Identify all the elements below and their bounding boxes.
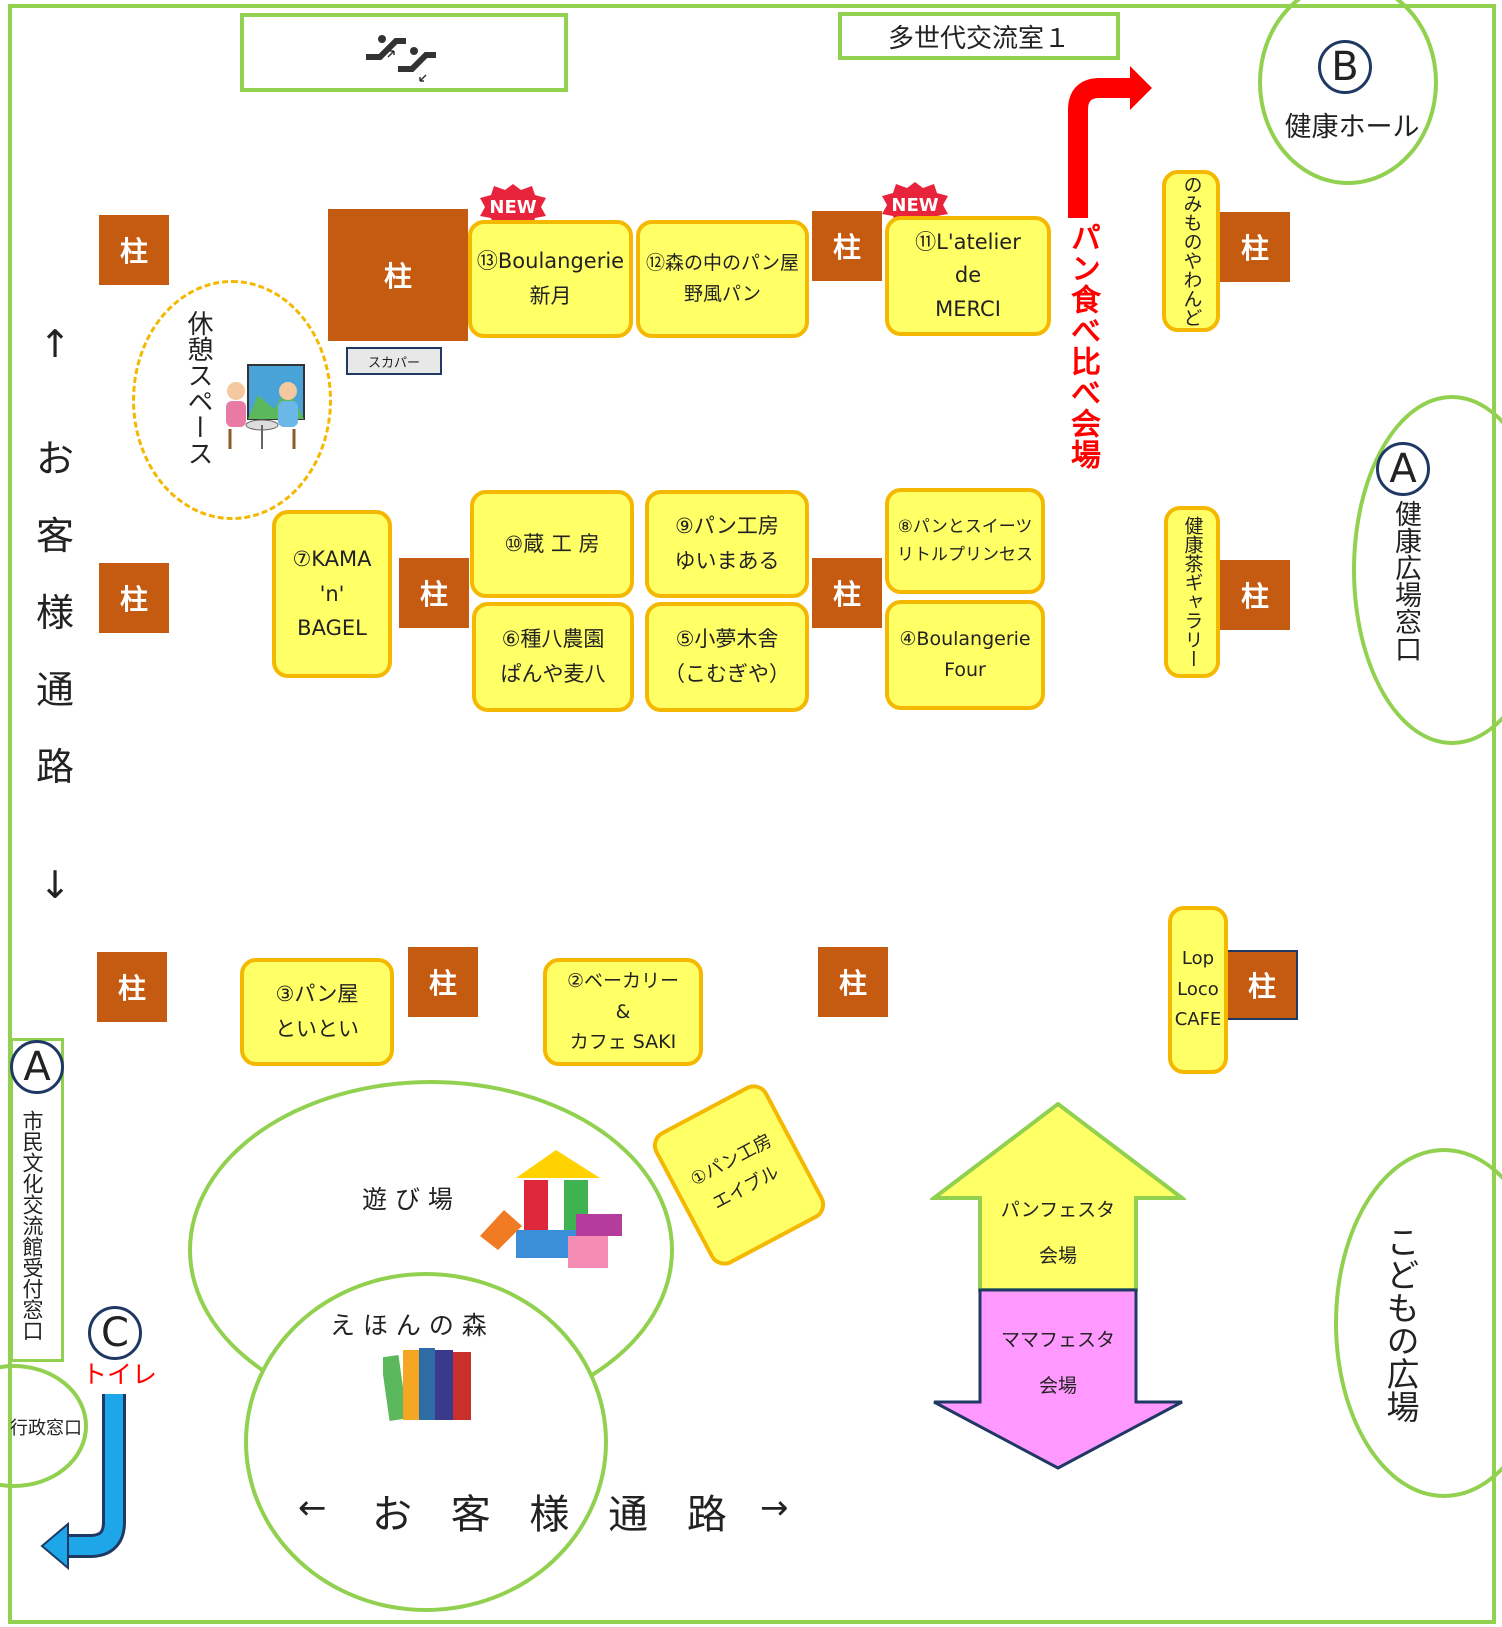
- books-illustration: [383, 1348, 471, 1421]
- aisle-char: 様: [35, 591, 74, 635]
- pillar: 柱: [1226, 950, 1298, 1020]
- cafe-people-illustration: [226, 364, 305, 449]
- aisle-char: 路: [35, 745, 74, 789]
- pan-fest-label: パンフェスタ 会場: [1000, 1199, 1116, 1267]
- aisle-bottom-left-arrow: ←: [298, 1488, 327, 1528]
- room-label: 多世代交流室１: [887, 23, 1070, 54]
- floor-map-frame: [8, 4, 1496, 1624]
- play-area-label: 遊 び 場: [362, 1185, 453, 1214]
- aisle-char: お: [35, 437, 74, 481]
- pillar: 柱: [1220, 560, 1290, 630]
- citizen-hall-reception-label: 市民文化交流館受付窓口: [20, 1110, 44, 1341]
- rest-space-label: 休憩スペース: [183, 310, 213, 466]
- red-route-arrow: [1068, 66, 1152, 218]
- aisle-char: 客: [35, 514, 74, 558]
- booth-7[interactable]: ⑦KAMA'n'BAGEL: [272, 510, 392, 678]
- pillar: 柱: [812, 211, 882, 281]
- right-a-marker: A: [1376, 442, 1430, 496]
- svg-text:NEW: NEW: [891, 195, 938, 216]
- left-a-marker: A: [10, 1040, 64, 1094]
- aisle-bottom-right-arrow: →: [760, 1488, 789, 1528]
- blue-route-arrow: [40, 1394, 126, 1571]
- aisle-down-arrow: ↓: [39, 863, 71, 907]
- toilet-c-marker: C: [88, 1306, 142, 1360]
- citizen-hall-reception-box: [10, 1038, 64, 1362]
- aisle-char: 通: [35, 668, 74, 712]
- booth-tea-gallery[interactable]: 健康茶ギャラリー: [1164, 506, 1220, 678]
- pillar: 柱: [99, 563, 169, 633]
- pillar: 柱: [97, 952, 167, 1022]
- escalator-box: [240, 13, 568, 92]
- booth-8[interactable]: ⑧パンとスイーツリトルプリンセス: [885, 488, 1045, 594]
- pillar: 柱: [408, 947, 478, 1017]
- health-hall-area: [1258, 0, 1438, 185]
- ehon-forest-area: [244, 1272, 608, 1612]
- booth-3[interactable]: ③パン屋といとい: [240, 958, 394, 1066]
- booth-12[interactable]: ⑫森の中のパン屋野風パン: [636, 220, 809, 338]
- hall-b-marker: B: [1318, 40, 1372, 94]
- blocks-illustration: [480, 1150, 622, 1268]
- booth-nomimono[interactable]: のみものやわんど: [1162, 170, 1220, 332]
- room-label-box: 多世代交流室１: [838, 12, 1120, 60]
- pillar: 柱: [328, 209, 468, 341]
- kids-square-label: こどもの広場: [1381, 1225, 1420, 1423]
- booth-5[interactable]: ⑤小夢木舎（こむぎや）: [645, 602, 809, 712]
- booth-9[interactable]: ⑨パン工房ゆいまある: [645, 490, 809, 598]
- ehon-forest-label: え ほ ん の 森: [330, 1311, 487, 1340]
- pillar: 柱: [399, 558, 469, 628]
- pillar: 柱: [818, 947, 888, 1017]
- new-badge: NEW: [480, 184, 546, 229]
- bread-venue-label: パン食べ比べ会場: [1065, 222, 1100, 470]
- admin-window-label: 行政窓口: [10, 1418, 82, 1439]
- svg-text:NEW: NEW: [489, 197, 536, 218]
- pillar: 柱: [1220, 212, 1290, 282]
- mama-fest-label: ママフェスタ 会場: [1000, 1329, 1115, 1397]
- aisle-bottom-label: お 客 様 通 路: [372, 1492, 727, 1538]
- booth-2[interactable]: ②ベーカリー&カフェ SAKI: [543, 958, 703, 1066]
- pillar: 柱: [99, 215, 169, 285]
- booth-10[interactable]: ⑩蔵 工 房: [470, 490, 634, 598]
- booth-6[interactable]: ⑥種八農園ぱんや麦八: [472, 602, 634, 712]
- pillar: 柱: [812, 558, 882, 628]
- mama-fest-arrow: [933, 1288, 1183, 1470]
- new-badge: NEW: [882, 182, 948, 227]
- health-hall-label: 健康ホール: [1284, 112, 1420, 143]
- rest-space-area: [132, 280, 332, 520]
- escalator-icon: [366, 35, 436, 82]
- toilet-label: トイレ: [82, 1360, 158, 1389]
- aisle-up-arrow: ↑: [39, 322, 71, 366]
- sky-label-box: スカパー: [346, 347, 442, 375]
- health-square-window-label: 健康広場窓口: [1390, 500, 1421, 662]
